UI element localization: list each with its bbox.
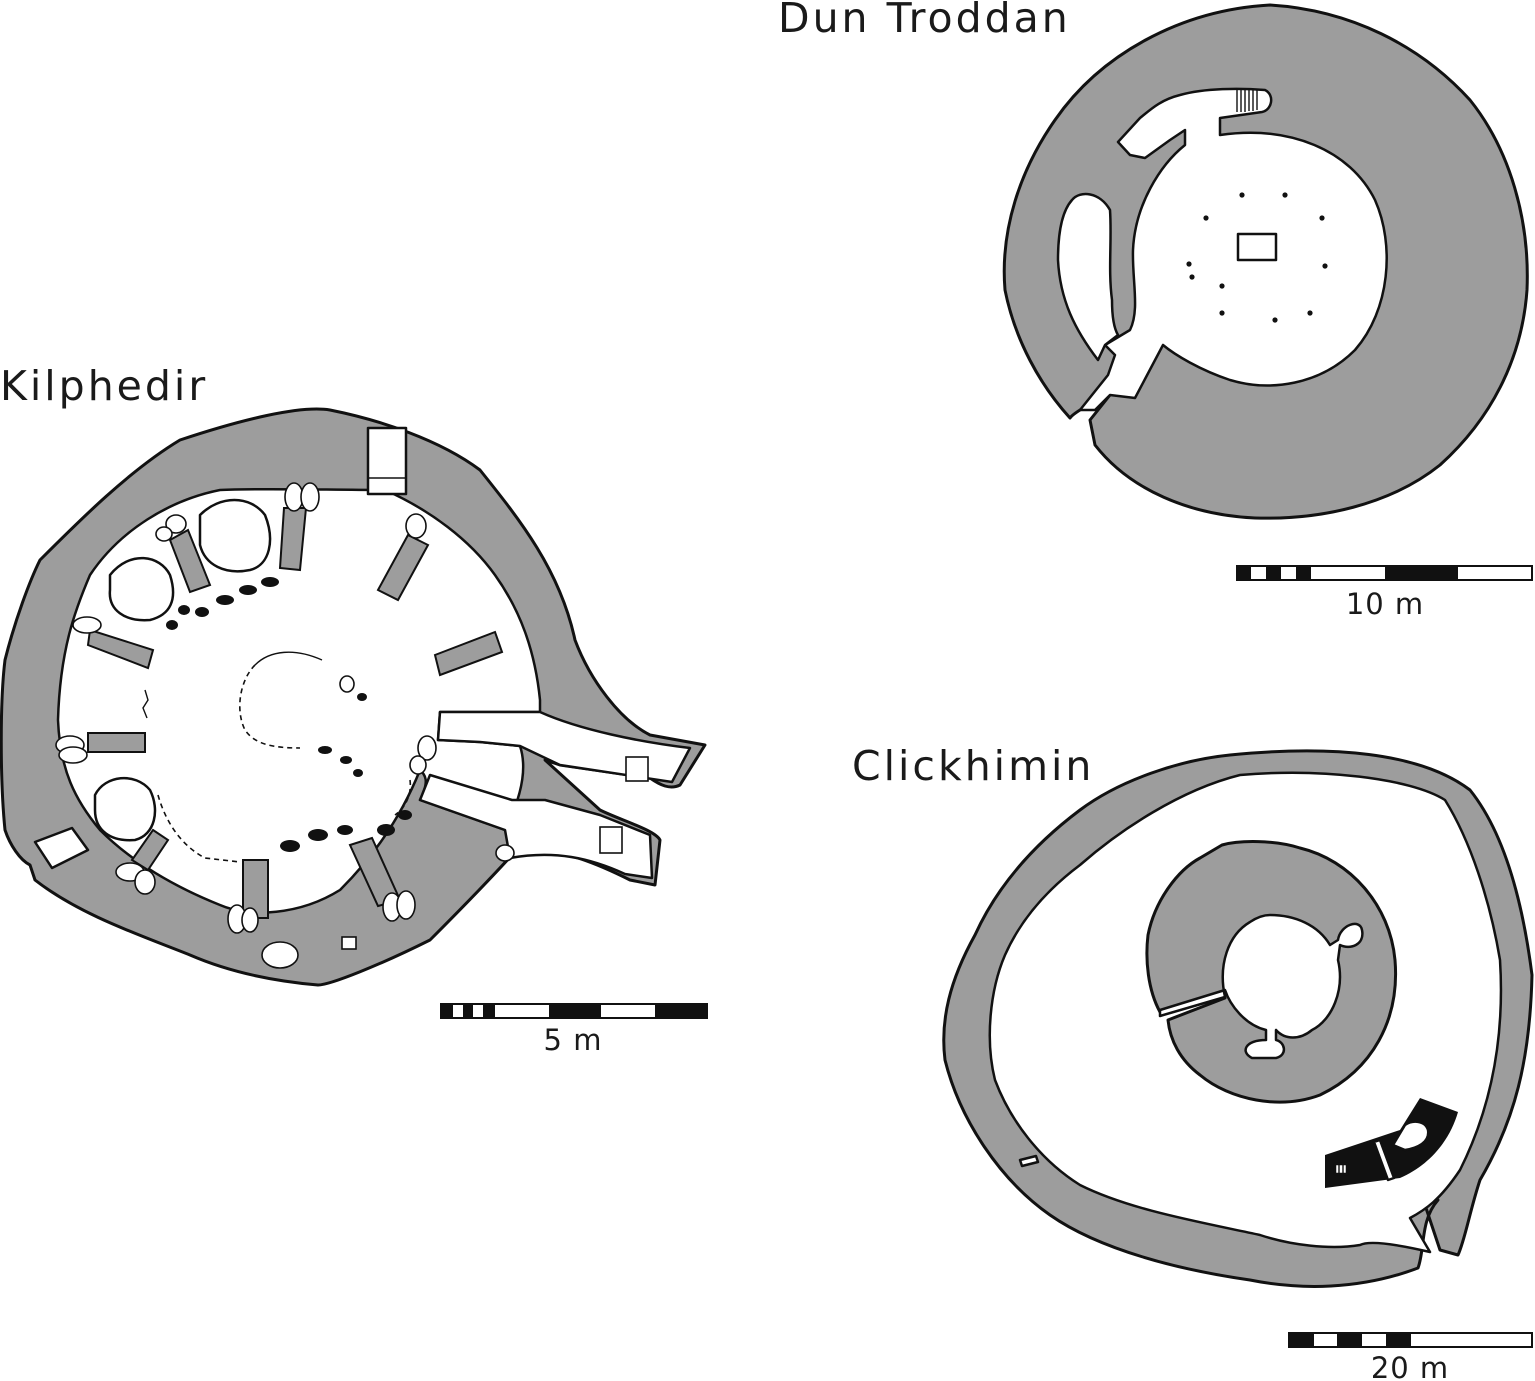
kilphedir-stones (55, 482, 649, 969)
kilphedir-west-gap (33, 826, 90, 870)
kilphedir-cell-2 (108, 556, 175, 622)
kilphedir-slabs (86, 507, 504, 919)
dun-troddan-stairs (1236, 90, 1258, 112)
dun-troddan-scale-label: 10 m (1346, 587, 1424, 621)
dun-troddan-scale-bar: 10 m (1236, 565, 1533, 621)
dun-troddan-plan: Dun Troddan (778, 0, 1533, 621)
kilphedir-scale-bar: 5 m (440, 1003, 708, 1057)
clickhimin-scale-bar: 20 m (1288, 1332, 1533, 1381)
kilphedir-scale-label: 5 m (544, 1023, 603, 1057)
clickhimin-title: Clickhimin (852, 742, 1094, 790)
clickhimin-west-gap (1018, 1154, 1040, 1168)
clickhimin-scale-label: 20 m (1371, 1351, 1449, 1381)
dun-troddan-hearth (1236, 232, 1278, 262)
dun-troddan-post-holes (1186, 192, 1328, 323)
kilphedir-inner-arc (239, 664, 301, 749)
clickhimin-plan: Clickhimin 20 m (852, 742, 1534, 1381)
kilphedir-plan: Kilphedir (0, 362, 708, 1057)
kilphedir-inner-stones (166, 577, 412, 852)
kilphedir-title: Kilphedir (0, 362, 208, 410)
clickhimin-blockhouse (1325, 1098, 1458, 1188)
kilphedir-cell-3 (93, 776, 157, 842)
kilphedir-north-gap (366, 426, 408, 496)
dun-troddan-title: Dun Troddan (778, 0, 1071, 42)
kilphedir-inner-arc-top (254, 651, 323, 666)
dun-troddan-gallery (1056, 192, 1120, 362)
clickhimin-broch-interior (1158, 913, 1364, 1060)
dun-troddan-court (1078, 87, 1388, 412)
kilphedir-cell-1 (198, 498, 272, 573)
